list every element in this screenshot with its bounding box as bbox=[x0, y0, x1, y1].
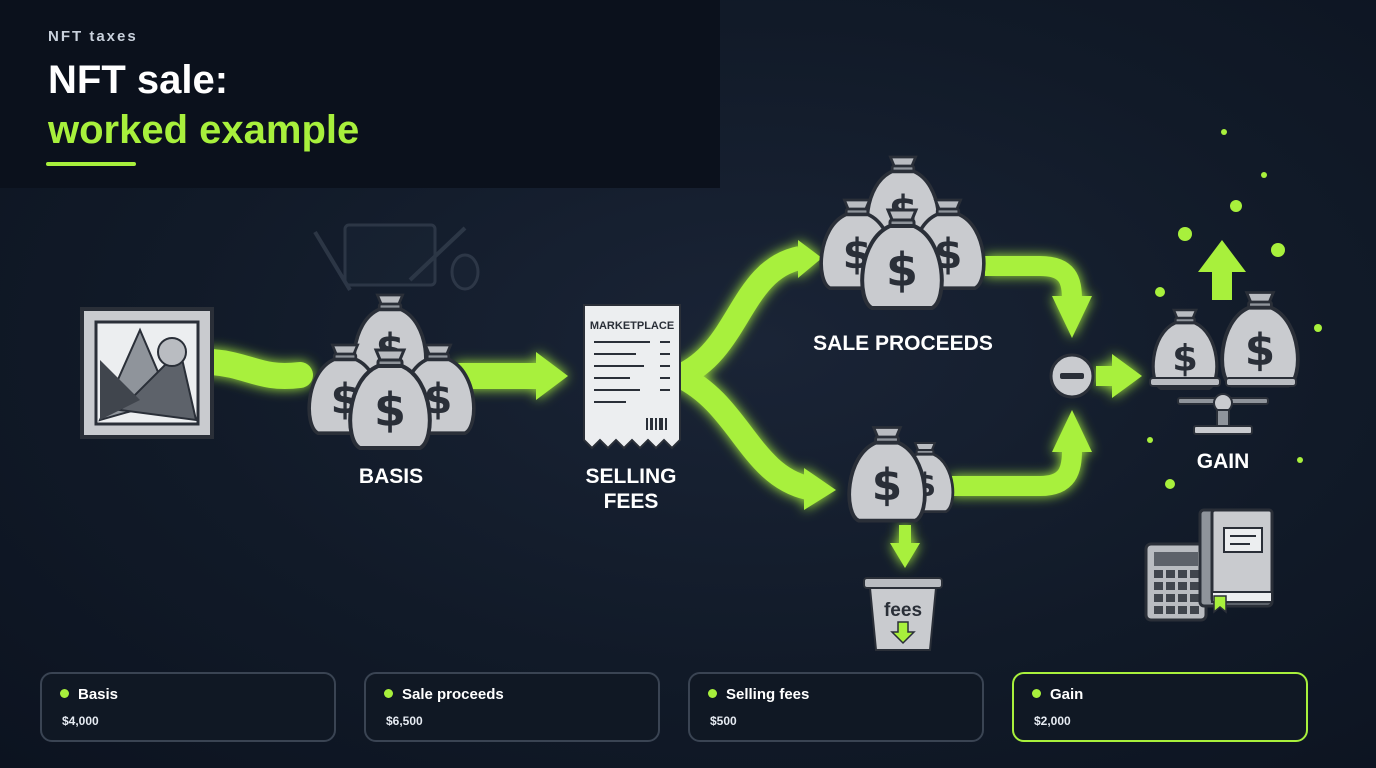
flow-paths bbox=[199, 240, 1142, 568]
minus-operator-icon bbox=[1049, 353, 1095, 399]
summary-card-selling-fees: Selling fees $500 bbox=[688, 672, 984, 742]
basis-bags-icon bbox=[307, 293, 476, 450]
bullet-dot-icon bbox=[708, 689, 717, 698]
gain-scale-icon bbox=[1147, 129, 1322, 489]
card-value: $500 bbox=[710, 714, 737, 728]
flow-diagram: $ bbox=[80, 129, 1322, 651]
fees-bin-label: fees bbox=[884, 600, 922, 621]
sale-proceeds-bags-icon bbox=[819, 155, 986, 310]
receipt-header: MARKETPLACE bbox=[590, 320, 674, 332]
page-title: NFT sale: bbox=[48, 58, 229, 102]
nft-artwork-icon bbox=[80, 307, 214, 439]
summary-card-sale-proceeds: Sale proceeds $6,500 bbox=[364, 672, 660, 742]
selling-fees-label: SELLING FEES bbox=[585, 465, 677, 513]
fees-bin-icon: fees bbox=[863, 577, 943, 651]
basis-label: BASIS bbox=[358, 465, 424, 488]
summary-card-basis: Basis $4,000 bbox=[40, 672, 336, 742]
title-panel bbox=[0, 0, 720, 188]
card-value: $2,000 bbox=[1034, 714, 1071, 728]
card-label: Basis bbox=[78, 686, 119, 703]
summary-card-gain: Gain $2,000 bbox=[1012, 672, 1308, 742]
card-label: Sale proceeds bbox=[402, 686, 504, 703]
sale-proceeds-label: SALE PROCEEDS bbox=[813, 332, 993, 355]
card-value: $6,500 bbox=[386, 714, 423, 728]
card-value: $4,000 bbox=[62, 714, 99, 728]
card-label: Gain bbox=[1050, 686, 1084, 703]
bullet-dot-icon bbox=[60, 689, 69, 698]
ledger-book-icon bbox=[1198, 508, 1274, 614]
gain-label: GAIN bbox=[1196, 450, 1250, 473]
bullet-dot-icon bbox=[384, 689, 393, 698]
title-underline bbox=[46, 162, 136, 166]
tablet-sketch-icon bbox=[313, 223, 480, 292]
card-label: Selling fees bbox=[726, 686, 810, 703]
fees-bags-icon bbox=[847, 425, 955, 523]
bullet-dot-icon bbox=[1032, 689, 1041, 698]
eyebrow-label: NFT taxes bbox=[48, 28, 138, 45]
marketplace-receipt-icon: MARKETPLACE bbox=[583, 304, 681, 450]
calculator-icon bbox=[1144, 542, 1208, 622]
page-subtitle: worked example bbox=[48, 108, 360, 152]
